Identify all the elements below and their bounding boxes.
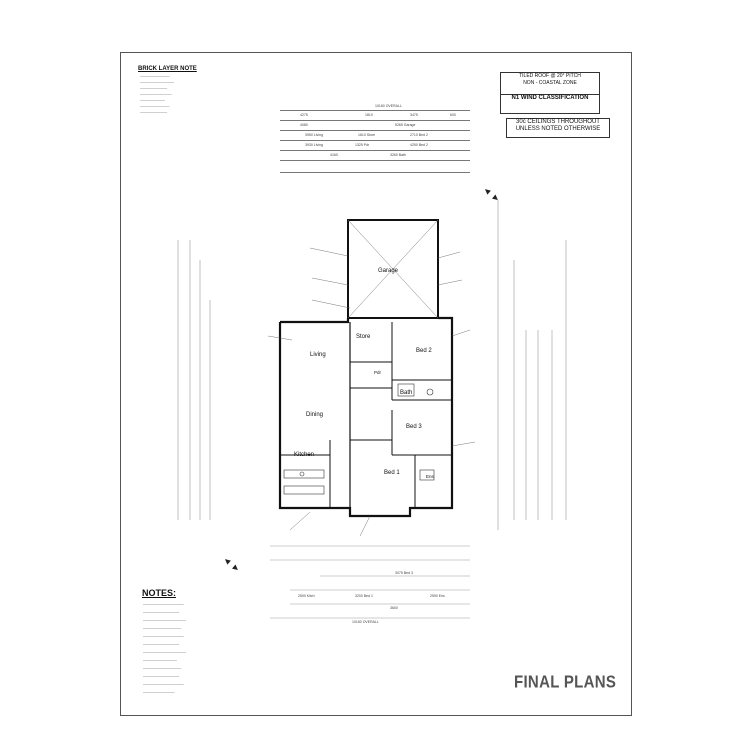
room-living: Living <box>310 352 326 358</box>
notes-text-line: ───────────────── <box>143 626 182 630</box>
dim-label: 3260 Bath <box>390 153 406 157</box>
notes-text-line: ──────────────── <box>143 674 180 678</box>
dim-label: 4160 <box>330 153 338 157</box>
dim-label: 4250 Bed 2 <box>410 143 428 147</box>
dim-line <box>280 120 470 121</box>
notes-text-line: ────────────── <box>143 690 175 694</box>
leader-lines <box>267 247 476 537</box>
dim-label: 3950 Living <box>305 133 323 137</box>
ceiling-stamp-line2: UNLESS NOTED OTHERWISE <box>515 126 601 132</box>
walls <box>278 219 454 518</box>
notes-text-line: ─────────────────── <box>143 618 186 622</box>
note-text-line: ─────────── <box>140 98 165 102</box>
dim-label: 600 <box>450 113 456 117</box>
brick-note-title: BRICK LAYER NOTE <box>138 66 197 72</box>
bottom-overall-dim: 10160 OVERALL <box>352 620 379 624</box>
final-plans-label: FINAL PLANS <box>514 672 617 693</box>
room-store: Store <box>356 334 371 340</box>
dim-label: 2590 Ens <box>430 594 445 598</box>
room-dining: Dining <box>306 412 324 418</box>
drawing-sheet <box>120 52 632 716</box>
note-text-line: ─────────────── <box>140 80 174 84</box>
ceiling-stamp-line1: 30c CEILINGS THROUGHOUT <box>516 119 600 125</box>
dim-line <box>280 172 470 173</box>
dim-label: 4080 <box>300 123 308 127</box>
room-pdr: Pdr <box>374 370 382 375</box>
dim-label: 2710 Bed 2 <box>410 133 428 137</box>
svg-text:◄ ►: ◄ ► <box>221 554 243 575</box>
note-text-line: ──────────── <box>140 86 168 90</box>
notes-text-line: ───────────────── <box>143 666 182 670</box>
note-text-line: ───────────── <box>140 104 170 108</box>
dim-label: 3930 Living <box>305 143 323 147</box>
dim-label: 3600 <box>390 606 398 610</box>
note-text-line: ───────────── <box>140 74 170 78</box>
room-ens: Ens <box>426 474 434 479</box>
dim-label: 2590 Kitch <box>298 594 315 598</box>
notes-text-line: ──────────────── <box>143 642 180 646</box>
garage-walls <box>347 219 439 319</box>
ceiling-stamp: 30c CEILINGS THROUGHOUT UNLESS NOTED OTH… <box>506 118 610 138</box>
room-bed3: Bed 3 <box>406 424 422 430</box>
notes-text-line: ─────────────────── <box>143 650 186 654</box>
dim-line <box>280 140 470 141</box>
dim-label: 5265 Garage <box>395 123 416 127</box>
roof-stamp-line2: NON - COASTAL ZONE <box>523 80 577 86</box>
dim-label: 3200 Bed 1 <box>355 594 373 598</box>
dim-label: 1325 Pdr <box>355 143 370 147</box>
roof-stamp-line1: TILED ROOF @ 20° PITCH <box>519 73 581 79</box>
notes-text-line: ────────────────── <box>143 602 184 606</box>
dim-line <box>280 130 470 131</box>
notes-title: NOTES: <box>142 588 177 598</box>
garage-diagonals <box>347 219 439 319</box>
wet-area-fixtures <box>397 383 435 481</box>
notes-text-line: ─────────────── <box>143 658 177 662</box>
room-bath: Bath <box>400 390 413 396</box>
dim-label: 4275 <box>300 113 308 117</box>
kitchen-fixtures <box>283 469 325 495</box>
note-text-line: ──────────── <box>140 110 168 114</box>
notes-text-line: ────────────────── <box>143 634 184 638</box>
right-dim-chains <box>497 200 567 530</box>
orientation-marker-top: ◄ ► <box>481 184 503 205</box>
left-dim-chains <box>177 240 211 520</box>
notes-text-line: ──────────────── <box>143 610 180 614</box>
dim-line <box>280 150 470 151</box>
dim-label: 1610 Store <box>358 133 376 137</box>
wind-stamp-text: N1 WIND CLASSIFICATION <box>511 95 589 101</box>
room-kitchen: Kitchen <box>294 452 315 458</box>
dim-label: 3075 Bed 3 <box>395 571 413 575</box>
room-bed2: Bed 2 <box>416 348 432 354</box>
bottom-dim-chains <box>270 545 470 619</box>
roof-stamp: TILED ROOF @ 20° PITCH NON - COASTAL ZON… <box>500 72 600 96</box>
room-bed1: Bed 1 <box>384 470 400 476</box>
top-overall-dim: 10160 OVERALL <box>375 104 402 108</box>
dim-label: 1810 <box>365 113 373 117</box>
dim-line <box>280 160 470 161</box>
orientation-marker-bottom: ◄ ► <box>221 554 243 575</box>
notes-text-line: ────────────────── <box>143 682 184 686</box>
wind-stamp: N1 WIND CLASSIFICATION <box>500 94 600 114</box>
note-text-line: ────────────── <box>140 92 172 96</box>
dim-label: 3475 <box>410 113 418 117</box>
svg-text:◄ ►: ◄ ► <box>481 184 503 205</box>
room-garage: Garage <box>378 268 399 274</box>
dim-line <box>280 110 470 111</box>
